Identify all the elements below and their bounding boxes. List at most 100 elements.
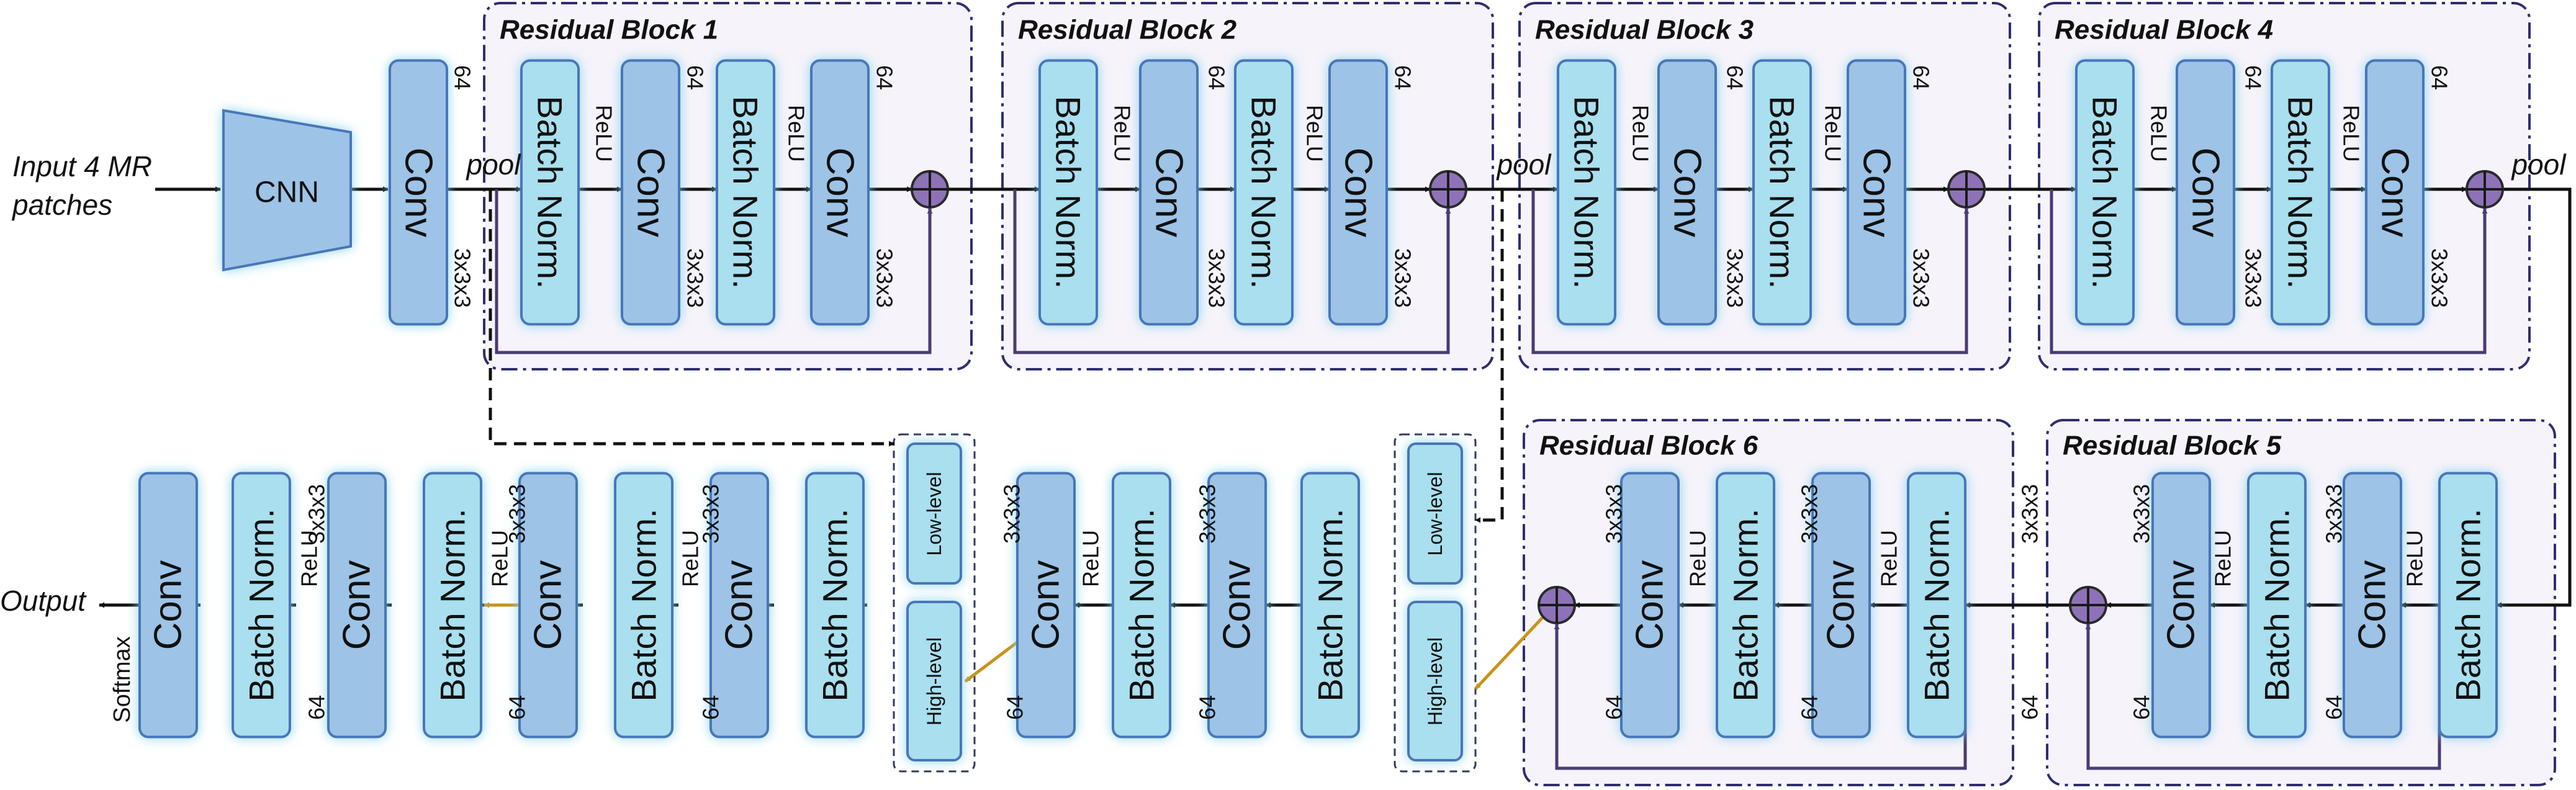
top-conv-0-label: Conv [397, 148, 440, 238]
high-level-arrow-1 [1474, 614, 1546, 690]
top-conv-14-label: Conv [2184, 148, 2227, 238]
adder-2 [1429, 170, 1467, 209]
adder-3 [1947, 170, 1986, 209]
top-batch-norm-5: Batch Norm. [1038, 59, 1098, 326]
pool-label-3: pool [2511, 148, 2567, 181]
bottom-conv-17-label: Conv [336, 560, 379, 650]
top-conv-12-box [1847, 59, 1906, 326]
bottom-conv-1-box [2343, 472, 2402, 738]
adder-4 [2466, 170, 2504, 209]
bottom-batch-norm-2-box [2247, 472, 2307, 738]
relu-top-1: ReLU [784, 105, 809, 162]
relu-top-3: ReLU [1302, 105, 1328, 162]
kernel-top-2: 3x3x3 [872, 248, 898, 308]
relu-bottom-6: ReLU [487, 530, 513, 587]
kernel-top-6: 3x3x3 [1909, 248, 1934, 308]
channels-bottom-9: 64 [304, 695, 330, 720]
top-batch-norm-1: Batch Norm. [520, 59, 580, 326]
pool-label-2: pool [1496, 148, 1552, 181]
bottom-batch-norm-4-label: Batch Norm. [1917, 508, 1957, 701]
top-batch-norm-3: Batch Norm. [716, 59, 775, 326]
bottom-batch-norm-14-box [614, 472, 673, 738]
kernel-bottom-1: 3x3x3 [2129, 484, 2155, 544]
output-label: Output [0, 585, 87, 617]
bottom-batch-norm-4-box [1907, 472, 1966, 738]
top-batch-norm-13-label: Batch Norm. [2086, 96, 2125, 289]
relu-top-6: ReLU [2146, 105, 2172, 162]
kernel-bottom-2: 3x3x3 [2017, 484, 2043, 544]
top-conv-2: Conv [621, 59, 680, 326]
bottom-batch-norm-18-label: Batch Norm. [242, 508, 281, 701]
top-conv-16: Conv [2365, 59, 2425, 326]
bottom-batch-norm-8-box [1300, 472, 1360, 738]
bottom-batch-norm-12-label: Batch Norm. [816, 508, 855, 701]
top-batch-norm-15-label: Batch Norm. [2281, 96, 2320, 289]
high-level-box-right [1407, 601, 1463, 761]
channels-top-5: 64 [1723, 65, 1748, 90]
top-conv-10-box [1657, 59, 1717, 326]
top-conv-0: Conv [389, 59, 448, 326]
channels-top-7: 64 [2241, 65, 2266, 90]
top-conv-16-box [2365, 59, 2425, 326]
kernel-bottom-9: 3x3x3 [304, 484, 330, 544]
bottom-conv-13-box [709, 472, 769, 738]
kernel-top-7: 3x3x3 [2241, 248, 2266, 308]
bottom-batch-norm-6-label: Batch Norm. [1726, 508, 1765, 701]
adder-1 [911, 170, 949, 209]
top-conv-12-label: Conv [1855, 148, 1898, 238]
bottom-conv-11: Conv [1016, 472, 1076, 738]
channels-bottom-3: 64 [1797, 695, 1822, 720]
top-batch-norm-11-label: Batch Norm. [1763, 96, 1802, 289]
relu-bottom-2: ReLU [1876, 530, 1902, 587]
top-conv-10: Conv [1657, 59, 1717, 326]
adder-5 [2069, 586, 2107, 624]
bottom-batch-norm-16-box [423, 472, 482, 738]
bottom-batch-norm-12-box [805, 472, 865, 738]
channels-bottom-4: 64 [1601, 695, 1627, 720]
top-conv-4-label: Conv [819, 148, 862, 238]
top-batch-norm-9-box [1557, 59, 1616, 326]
bottom-batch-norm-2: Batch Norm. [2247, 472, 2307, 738]
top-conv-8: Conv [1328, 59, 1388, 326]
low-level-label-left: Low-level [923, 472, 945, 555]
top-batch-norm-7-box [1234, 59, 1294, 326]
top-conv-14-box [2176, 59, 2235, 326]
relu-bottom-0: ReLU [2402, 530, 2428, 587]
bottom-conv-17-box [327, 472, 387, 738]
top-conv-6-box [1139, 59, 1199, 326]
block-title-6: Residual Block 6 [1539, 431, 1759, 461]
relu-top-0: ReLU [592, 105, 617, 162]
kernel-bottom-8: 3x3x3 [505, 484, 530, 544]
channels-top-0: 64 [450, 65, 475, 90]
top-conv-0-box [389, 59, 448, 326]
bottom-batch-norm-8-label: Batch Norm. [1311, 508, 1350, 701]
bottom-batch-norm-6-box [1716, 472, 1775, 738]
relu-bottom-1: ReLU [2210, 530, 2236, 587]
channels-bottom-5: 64 [1002, 695, 1028, 720]
kernel-bottom-5: 3x3x3 [999, 484, 1025, 544]
bottom-batch-norm-10: Batch Norm. [1112, 472, 1171, 738]
high-level-box-left [906, 601, 962, 761]
block-title-4: Residual Block 4 [2055, 15, 2273, 45]
bottom-batch-norm-16-label: Batch Norm. [433, 508, 472, 701]
top-conv-6: Conv [1139, 59, 1199, 326]
bottom-conv-19-box [138, 472, 198, 738]
feature-group-right [1394, 433, 1477, 773]
top-batch-norm-9-label: Batch Norm. [1567, 96, 1606, 289]
bottom-batch-norm-14-label: Batch Norm. [624, 508, 664, 701]
skip-connection-4 [2050, 189, 2488, 354]
top-batch-norm-9: Batch Norm. [1557, 59, 1616, 326]
bottom-batch-norm-10-label: Batch Norm. [1122, 508, 1161, 701]
top-batch-norm-5-box [1038, 59, 1098, 326]
kernel-bottom-6: 3x3x3 [1195, 484, 1220, 544]
bottom-batch-norm-12: Batch Norm. [805, 472, 865, 738]
bottom-conv-9-box [1207, 472, 1267, 738]
top-batch-norm-1-box [520, 59, 580, 326]
top-conv-4-box [810, 59, 870, 326]
top-conv-8-label: Conv [1337, 148, 1380, 238]
bottom-batch-norm-18-box [232, 472, 291, 738]
input-label-line-2: patches [11, 189, 112, 221]
channels-top-8: 64 [2427, 65, 2452, 90]
skip-connection-2 [1013, 189, 1451, 354]
